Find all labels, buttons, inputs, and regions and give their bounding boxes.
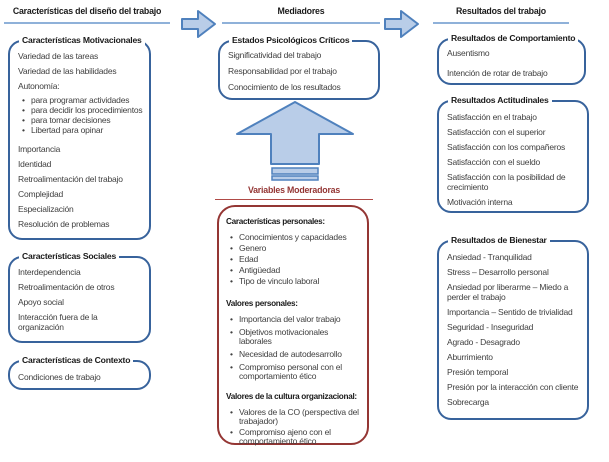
list-item: Aburrimiento xyxy=(447,352,493,362)
list-item: Ansiedad por liberarme – Miedo a perder … xyxy=(447,282,569,302)
social-characteristics-box: Características Sociales Interdependenci… xyxy=(8,251,151,343)
list-item: Identidad xyxy=(18,159,52,169)
wellbeing-outcomes-box: Resultados de Bienestar Ansiedad - Tranq… xyxy=(437,235,589,420)
list-item: Sobrecarga xyxy=(447,397,489,407)
list-item: Libertad para opinar xyxy=(18,126,143,136)
list-item: Variedad de las tareas xyxy=(18,51,99,61)
attitudinal-outcomes-box: Resultados Actitudinales Satisfacción en… xyxy=(437,95,589,216)
list-item: Interacción fuera de la organización xyxy=(18,312,98,332)
list-item: Resolución de problemas xyxy=(18,219,110,229)
list-item: para programar actividades xyxy=(18,96,143,106)
right-arrow-icon xyxy=(384,10,419,38)
list-item: Edad xyxy=(226,255,361,265)
critical-states-box: Estados Psicológicos Críticos Significat… xyxy=(218,35,380,102)
up-arrow-icon xyxy=(236,101,354,181)
motivational-box-body: Variedad de las tareas Variedad de las h… xyxy=(10,42,149,238)
left-column-header: Características del diseño del trabajo xyxy=(4,6,170,24)
list-item: Ausentismo xyxy=(447,48,490,58)
critical-states-box-body: Significatividad del trabajo Responsabil… xyxy=(220,42,378,102)
behavior-outcomes-box: Resultados de Comportamiento Ausentismo … xyxy=(437,33,586,85)
list-item: Stress – Desarrollo personal xyxy=(447,267,549,277)
list-item: Necesidad de autodesarrollo xyxy=(226,350,361,360)
list-item: Responsabilidad por el trabajo xyxy=(228,66,337,76)
group-title: Valores de la cultura organizacional: xyxy=(226,392,357,401)
group-title: Características personales: xyxy=(226,217,325,226)
context-box-body: Condiciones de trabajo xyxy=(10,362,149,391)
list-item: para decidir los procedimientos xyxy=(18,106,143,116)
list-item: Apoyo social xyxy=(18,297,64,307)
list-item: Variedad de las habilidades xyxy=(18,66,117,76)
list-item: Satisfacción con el superior xyxy=(447,127,546,137)
moderator-box-body: Características personales: Conocimiento… xyxy=(219,207,367,452)
moderator-variables-header: Variables Moderadoras xyxy=(215,185,373,200)
context-box-title: Características de Contexto xyxy=(19,355,134,366)
list-item: Intención de rotar de trabajo xyxy=(447,68,548,78)
list-item: Compromiso ajeno con el comportamiento é… xyxy=(226,428,361,446)
list-item: Condiciones de trabajo xyxy=(18,372,101,382)
social-box-body: Interdependencia Retroalimentación de ot… xyxy=(10,258,149,341)
middle-column-header: Mediadores xyxy=(222,6,380,24)
social-box-title: Características Sociales xyxy=(19,251,120,262)
attitudinal-box-body: Satisfacción en el trabajo Satisfacción … xyxy=(439,102,587,216)
list-item: Presión por la interacción con cliente xyxy=(447,382,579,392)
behavior-box-body: Ausentismo Intención de rotar de trabajo xyxy=(439,40,584,92)
list-item: Presión temporal xyxy=(447,367,509,377)
list-item: Seguridad - Inseguridad xyxy=(447,322,534,332)
list-item: Antigüedad xyxy=(226,266,361,276)
list-item: Complejidad xyxy=(18,189,64,199)
list-item: Objetivos motivacionales laborales xyxy=(226,328,361,346)
motivational-box-title: Características Motivacionales xyxy=(19,35,145,46)
critical-states-box-title: Estados Psicológicos Críticos xyxy=(229,35,353,46)
list-item: Compromiso personal con el comportamient… xyxy=(226,363,361,381)
list-item: Conocimientos y capacidades xyxy=(226,233,361,243)
moderator-variables-box: Características personales: Conocimiento… xyxy=(217,205,369,446)
list-item: Importancia – Sentido de trivialidad xyxy=(447,307,573,317)
list-item: Especialización xyxy=(18,204,74,214)
list-item: para tomar decisiones xyxy=(18,116,143,126)
list-item: Valores de la CO (perspectiva del trabaj… xyxy=(226,408,361,426)
wellbeing-box-title: Resultados de Bienestar xyxy=(448,235,550,246)
attitudinal-box-title: Resultados Actitudinales xyxy=(448,95,552,106)
motivational-characteristics-box: Características Motivacionales Variedad … xyxy=(8,35,151,240)
list-item: Retroalimentación del trabajo xyxy=(18,174,123,184)
group-title: Valores personales: xyxy=(226,299,298,308)
list-item: Satisfacción con el sueldo xyxy=(447,157,541,167)
list-item: Retroalimentación de otros xyxy=(18,282,115,292)
list-item: Motivación interna xyxy=(447,197,513,207)
list-item: Interdependencia xyxy=(18,267,81,277)
list-item: Genero xyxy=(226,244,361,254)
list-item: Importancia del valor trabajo xyxy=(226,315,361,325)
list-item: Agrado - Desagrado xyxy=(447,337,520,347)
wellbeing-box-body: Ansiedad - Tranquilidad Stress – Desarro… xyxy=(439,242,587,416)
context-characteristics-box: Características de Contexto Condiciones … xyxy=(8,355,151,391)
list-item: Satisfacción con los compañeros xyxy=(447,142,566,152)
list-item: Tipo de vinculo laboral xyxy=(226,277,361,287)
list-item: Satisfacción en el trabajo xyxy=(447,112,537,122)
list-item: Importancia xyxy=(18,144,61,154)
right-column-header: Resultados del trabajo xyxy=(433,6,569,24)
list-item: Significatividad del trabajo xyxy=(228,50,322,60)
behavior-box-title: Resultados de Comportamiento xyxy=(448,33,579,44)
list-item: Autonomía: xyxy=(18,81,60,91)
list-item: Conocimiento de los resultados xyxy=(228,82,341,92)
list-item: Ansiedad - Tranquilidad xyxy=(447,252,532,262)
list-item: Satisfacción con la posibilidad de creci… xyxy=(447,172,566,192)
right-arrow-icon xyxy=(181,10,216,38)
